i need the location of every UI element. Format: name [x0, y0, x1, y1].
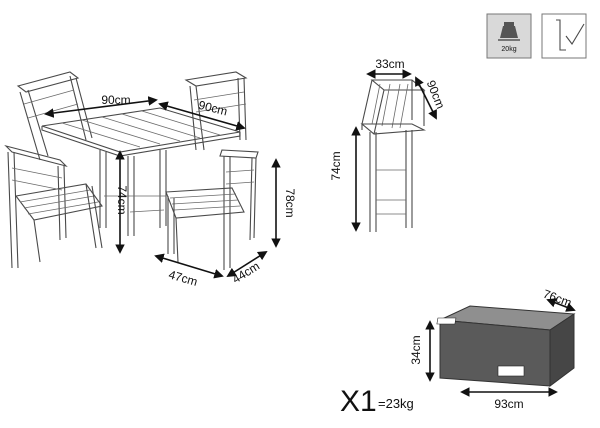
table-width-b-arrow: [158, 101, 246, 131]
package-count: X1: [340, 385, 377, 418]
table-height-label: 74cm: [115, 185, 129, 214]
folded-length-label: 90cm: [424, 78, 448, 110]
weight-capacity-icon: 20kg: [486, 13, 532, 59]
box-depth-arrow: [546, 298, 576, 312]
folded-width-label: 33cm: [375, 57, 404, 71]
table-width-b-label: 90cm: [197, 98, 229, 119]
table-width-a-arrow: [44, 96, 158, 118]
box-length-label: 93cm: [494, 397, 523, 411]
chair-depth-arrow: [154, 253, 224, 279]
package-box-drawing: [436, 305, 576, 387]
package-weight: =23kg: [378, 396, 414, 411]
folded-length-arrow: [415, 76, 437, 120]
folded-height-label: 74cm: [329, 151, 343, 180]
allen-key-check-icon: [541, 13, 587, 59]
chair-width-arrow: [226, 250, 268, 278]
chair-width-label: 44cm: [230, 259, 262, 286]
chair-height-label: 78cm: [283, 188, 297, 217]
box-depth-label: 76cm: [541, 287, 573, 310]
chair-depth-label: 47cm: [167, 267, 199, 289]
weight-badge-label: 20kg: [501, 46, 516, 53]
folded-table-drawing: [360, 79, 427, 232]
box-height-label: 34cm: [409, 335, 423, 364]
table-width-a-label: 90cm: [101, 93, 130, 107]
